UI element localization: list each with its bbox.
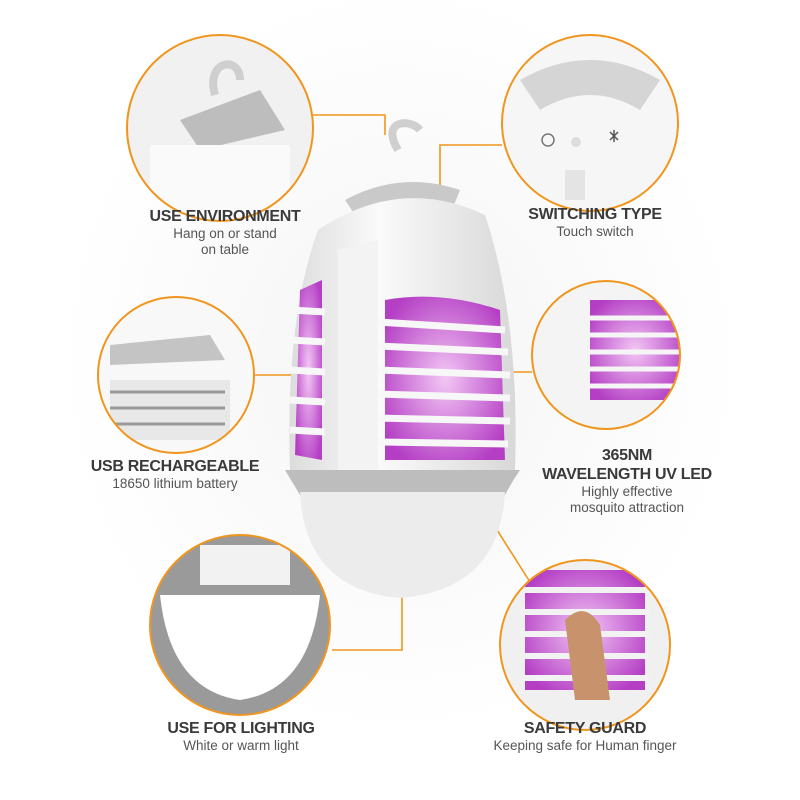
feature-title: SWITCHING TYPE	[528, 206, 662, 223]
feature-subtitle: Touch switch	[556, 224, 634, 239]
feature-title: 365NM	[601, 447, 653, 464]
lamp-product	[285, 119, 520, 598]
feature-subtitle: mosquito attraction	[569, 500, 685, 515]
feature-usb-rechargeable: USB RECHARGEABLE 18650 lithium battery	[60, 457, 290, 492]
feature-use-environment: USE ENVIRONMENT Hang on or stand on tabl…	[110, 207, 340, 258]
feature-subtitle: on table	[200, 242, 250, 257]
detail-circles	[97, 34, 681, 731]
feature-uv-led: 365NM WAVELENGTH UV LED Highly effective…	[512, 446, 742, 516]
feature-title: SAFETY GUARD	[523, 720, 647, 737]
feature-title: USE FOR LIGHTING	[167, 720, 315, 737]
feature-safety-guard: SAFETY GUARD Keeping safe for Human fing…	[460, 719, 710, 754]
feature-subtitle: White or warm light	[183, 738, 299, 753]
feature-switching-type: SWITCHING TYPE Touch switch	[480, 205, 710, 240]
feature-title-line2: WAVELENGTH UV LED	[542, 466, 712, 483]
feature-subtitle: Hang on or stand	[173, 226, 277, 241]
feature-subtitle: Highly effective	[581, 484, 673, 499]
feature-subtitle: 18650 lithium battery	[112, 476, 238, 491]
feature-title: USE ENVIRONMENT	[149, 208, 301, 225]
feature-subtitle: Keeping safe for Human finger	[493, 738, 677, 753]
feature-use-for-lighting: USE FOR LIGHTING White or warm light	[126, 719, 356, 754]
feature-title: USB RECHARGEABLE	[90, 458, 260, 475]
